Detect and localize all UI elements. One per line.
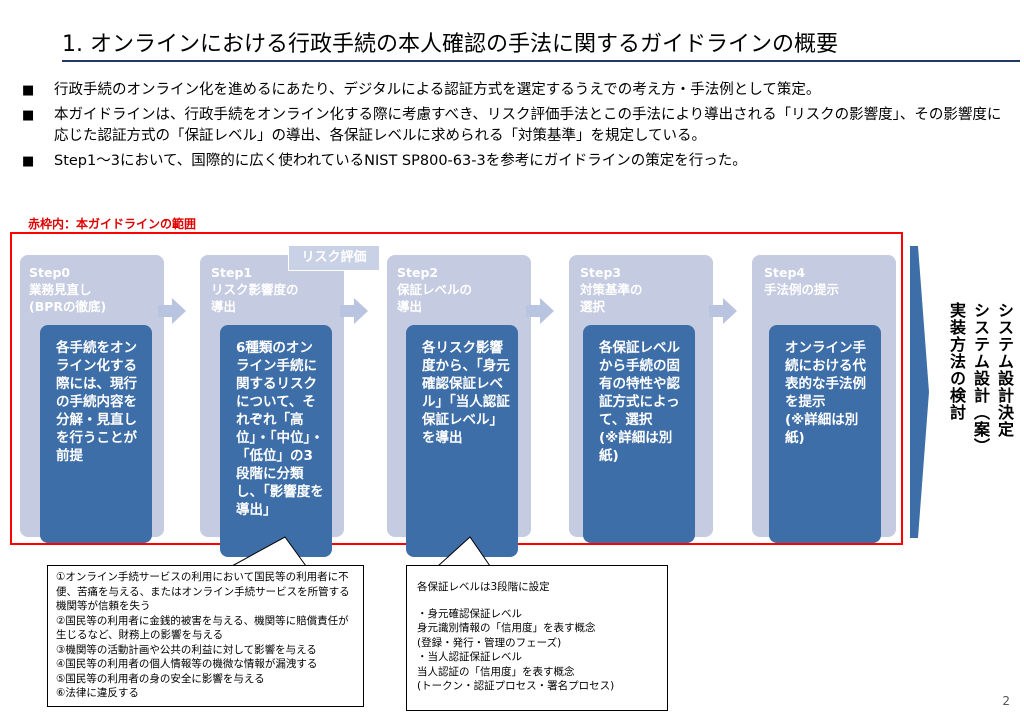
step1-name: Step1 <box>211 265 253 280</box>
impact-item: ⑥法律に違反する <box>56 687 139 699</box>
side-label-design-decision: システム設計決定 <box>995 302 1014 438</box>
step-arrow-icon <box>340 298 368 324</box>
side-label-design-draft: システム設計（案） <box>971 302 990 455</box>
step3-header: Step3 対策基準の 選択 <box>580 264 643 315</box>
assurance-line <box>417 595 657 607</box>
bullet-item: ■ 行政手続のオンライン化を進めるにあたり、デジタルによる認証方式を選定するうえ… <box>22 80 1012 101</box>
step4-header: Step4 手法例の提示 <box>764 264 839 298</box>
page-title: 1. オンラインにおける行政手続の本人確認の手法に関するガイドラインの概要 <box>62 32 838 57</box>
step3-subtitle: 対策基準の 選択 <box>580 282 643 314</box>
step1-header: Step1 リスク影響度の 導出 <box>211 264 299 315</box>
step2-subtitle: 保証レベルの 導出 <box>397 282 473 314</box>
bullet-item: ■ 本ガイドラインは、行政手続をオンライン化する際に考慮すべき、リスク評価手法と… <box>22 105 1012 147</box>
impact-item: ③機関等の活動計画や公共の利益に対して影響を与える <box>56 643 317 656</box>
assurance-line: (登録・発行・管理のフェーズ) <box>417 636 562 649</box>
square-bullet-icon: ■ <box>22 108 35 123</box>
bullet-list: ■ 行政手続のオンライン化を進めるにあたり、デジタルによる認証方式を選定するうえ… <box>22 80 1012 176</box>
assurance-level-callout: 各保証レベルは3段階に設定 ・身元確認保証レベル 身元識別情報の「信用度」を表す… <box>406 565 668 711</box>
impact-item: ①オンライン手続サービスの利用において国民等の利用者に不便、苦痛を与える、または… <box>56 571 350 612</box>
step-arrow-icon <box>158 298 186 324</box>
risk-assessment-tag: リスク評価 <box>288 245 380 271</box>
assurance-line: ・身元確認保証レベル <box>417 607 522 620</box>
step-arrow-icon <box>526 298 554 324</box>
step3-description: 各保証レベルから手続の固有の特性や認証方式によって、選択 (※詳細は別紙) <box>583 325 695 543</box>
step3-name: Step3 <box>580 265 622 280</box>
impact-item: ⑤国民等の利用者の身の安全に影響を与える <box>56 672 265 685</box>
step4-description: オンライン手続における代表的な手法例を提示 (※詳細は別紙) <box>769 325 881 543</box>
bullet-text: 本ガイドラインは、行政手続をオンライン化する際に考慮すべき、リスク評価手法とこの… <box>54 107 1002 144</box>
step0-name: Step0 <box>29 265 71 280</box>
step0-header: Step0 業務見直し (BPRの徹底) <box>29 264 106 315</box>
bullet-item: ■ Step1〜3において、国際的に広く使われているNIST SP800-63-… <box>22 151 1012 172</box>
assurance-line: 身元識別情報の「信用度」を表す概念 <box>417 622 596 634</box>
step-arrow-icon <box>709 298 737 324</box>
step2-header: Step2 保証レベルの 導出 <box>397 264 472 315</box>
assurance-line: 当人認証の「信用度」を表す概念 <box>417 665 575 678</box>
step4-subtitle: 手法例の提示 <box>764 282 840 297</box>
step0-subtitle: 業務見直し (BPRの徹底) <box>29 282 107 314</box>
impact-item: ④国民等の利用者の個人情報等の機微な情報が漏洩する <box>56 658 318 670</box>
side-label-implementation: 実装方法の検討 <box>947 302 966 421</box>
step1-subtitle: リスク影響度の 導出 <box>211 282 299 314</box>
title-divider <box>62 60 1020 62</box>
impact-item: ②国民等の利用者に金銭的被害を与える、機関等に賠償責任が生じるなど、財務上の影響… <box>56 614 349 642</box>
assurance-line: ・当人認証保証レベル <box>417 651 522 663</box>
step4-name: Step4 <box>764 265 806 280</box>
step1-description: 6種類のオンライン手続に関するリスクについて、それぞれ「高位」・「中位」・「低位… <box>220 325 332 557</box>
assurance-line: (トークン・認証プロセス・署名プロセス) <box>417 680 615 692</box>
risk-impact-callout: ①オンライン手続サービスの利用において国民等の利用者に不便、苦痛を与える、または… <box>47 565 364 707</box>
square-bullet-icon: ■ <box>22 154 35 169</box>
step2-name: Step2 <box>397 265 439 280</box>
system-design-arrow-icon <box>910 246 929 538</box>
bullet-text: 行政手続のオンライン化を進めるにあたり、デジタルによる認証方式を選定するうえでの… <box>54 82 821 98</box>
square-bullet-icon: ■ <box>22 83 35 98</box>
page-number: 2 <box>1002 694 1010 708</box>
scope-label: 赤枠内：本ガイドラインの範囲 <box>28 217 197 231</box>
bullet-text: Step1〜3において、国際的に広く使われているNIST SP800-63-3を… <box>54 153 747 169</box>
assurance-line: 各保証レベルは3段階に設定 <box>417 581 550 593</box>
step0-description: 各手続をオンライン化する際には、現行の手続内容を分解・見直しを行うことが前提 <box>40 325 152 543</box>
step2-description: 各リスク影響度から、「身元確認保証レベル」「当人認証保証レベル」を導出 <box>406 325 518 557</box>
